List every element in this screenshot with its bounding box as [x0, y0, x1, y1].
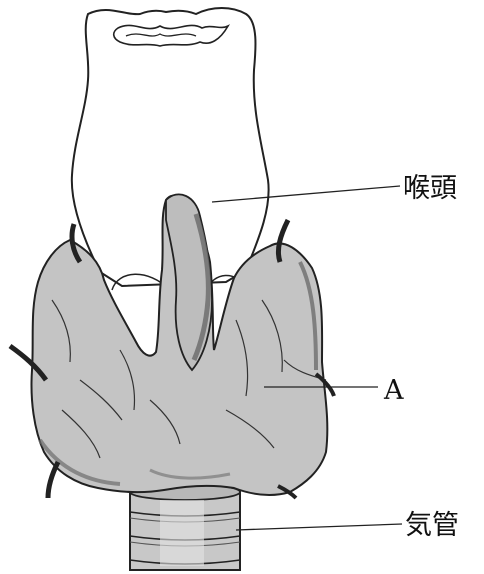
- larynx-label: 喉頭: [403, 175, 457, 202]
- trachea-leader-line: [236, 524, 402, 530]
- gland-a-label: A: [384, 377, 404, 404]
- gland-a: [10, 194, 334, 498]
- trachea: [130, 484, 240, 570]
- trachea-label: 気管: [405, 512, 459, 539]
